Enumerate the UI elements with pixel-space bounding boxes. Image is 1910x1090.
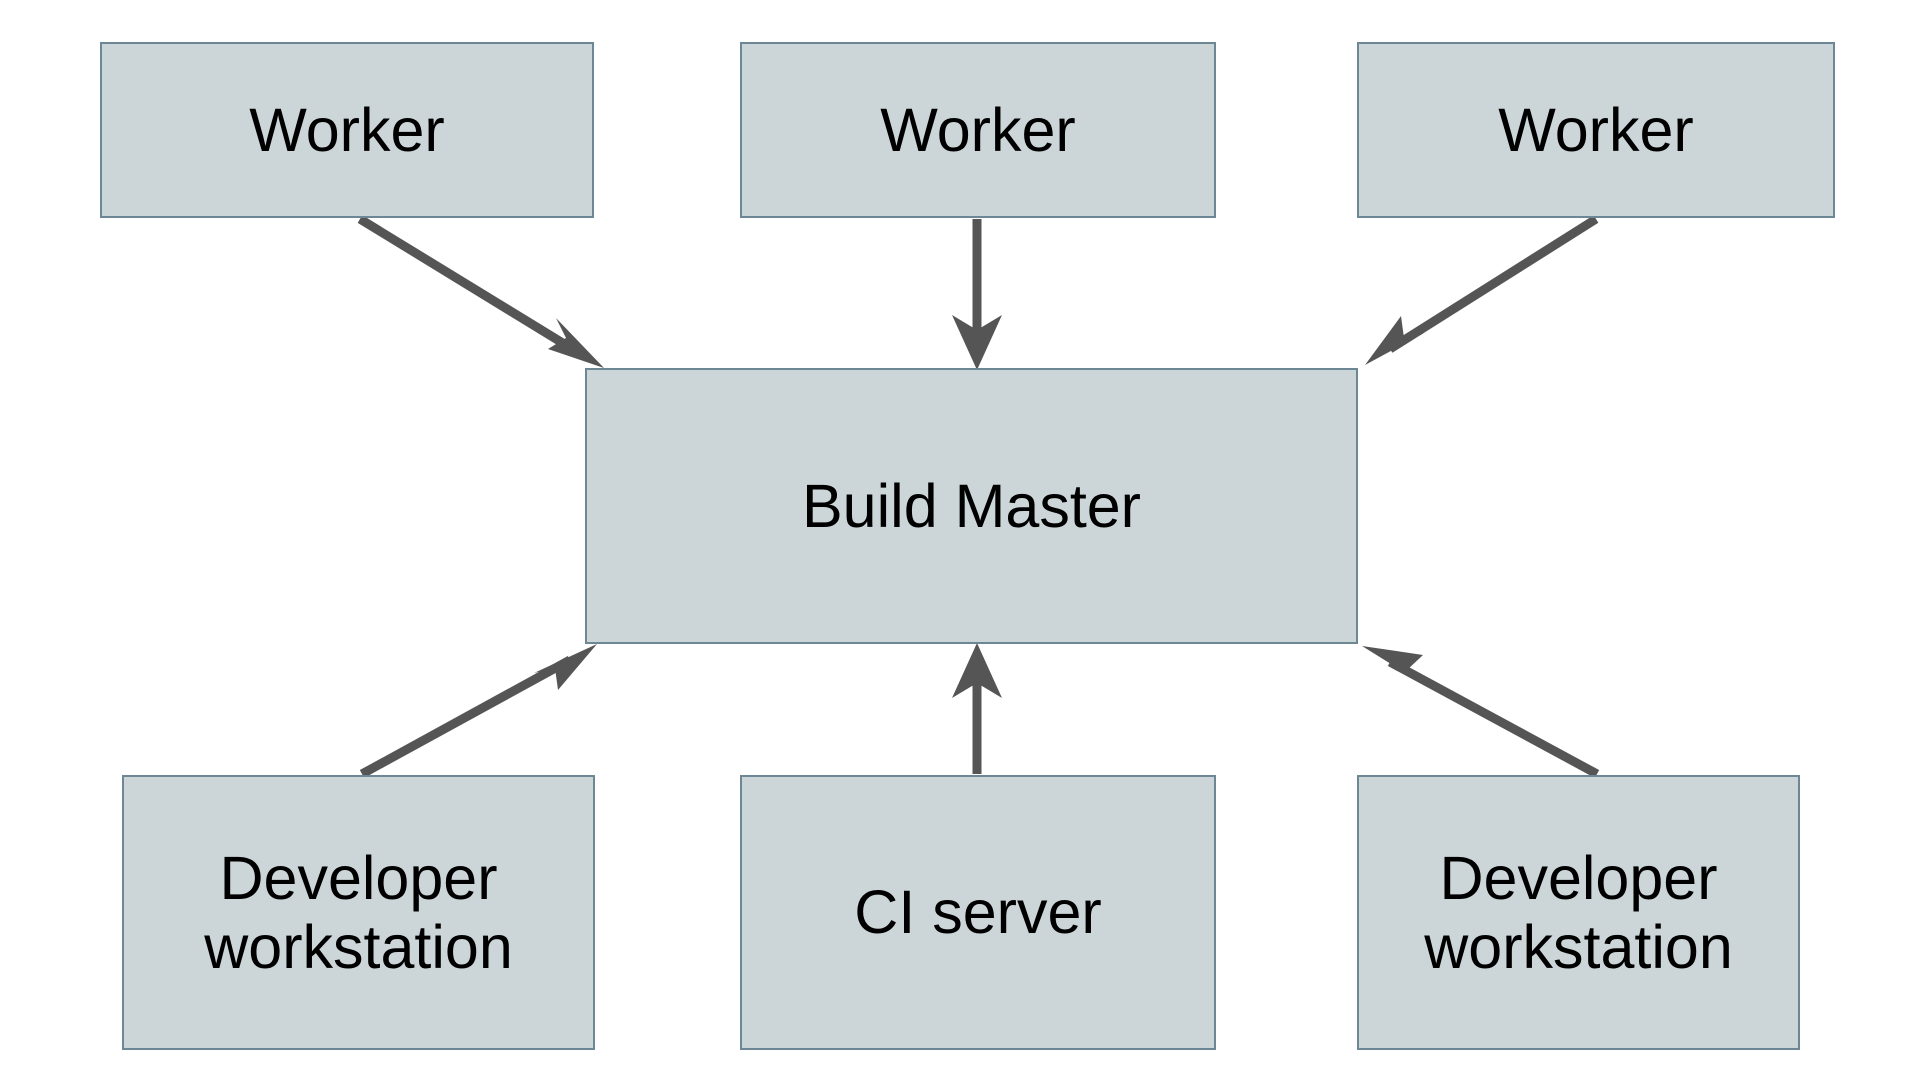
edge-dev-right-to-build-master <box>1362 646 1600 778</box>
node-build-master-label: Build Master <box>801 471 1141 540</box>
node-worker-1[interactable]: Worker <box>100 42 594 218</box>
node-worker-3[interactable]: Worker <box>1357 42 1835 218</box>
node-worker-1-label: Worker <box>249 95 445 164</box>
node-developer-workstation-right-label: Developer workstation <box>1424 844 1733 981</box>
edge-worker-3-to-build-master <box>1365 215 1599 365</box>
node-build-master[interactable]: Build Master <box>585 368 1358 644</box>
node-worker-3-label: Worker <box>1498 95 1694 164</box>
node-worker-2-label: Worker <box>880 95 1076 164</box>
node-ci-server-label: CI server <box>854 878 1102 947</box>
edge-worker-1-to-build-master <box>357 215 604 368</box>
node-worker-2[interactable]: Worker <box>740 42 1216 218</box>
node-developer-workstation-right[interactable]: Developer workstation <box>1357 775 1800 1050</box>
node-developer-workstation-left[interactable]: Developer workstation <box>122 775 595 1050</box>
edge-dev-left-to-build-master <box>359 644 597 778</box>
node-ci-server[interactable]: CI server <box>740 775 1216 1050</box>
node-developer-workstation-left-label: Developer workstation <box>204 844 513 981</box>
edge-ci-server-to-build-master <box>952 643 1002 774</box>
edge-worker-2-to-build-master <box>952 219 1002 370</box>
